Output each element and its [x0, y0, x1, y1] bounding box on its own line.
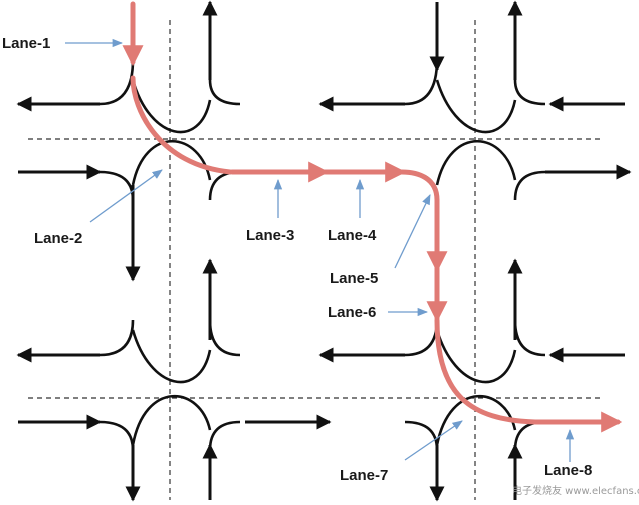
watermark: 电子发烧友 www.elecfans.com: [512, 484, 639, 497]
label-lane-1: Lane-1: [2, 35, 50, 52]
label-lane-6: Lane-6: [328, 304, 376, 321]
label-lane-8: Lane-8: [544, 462, 592, 479]
label-pointers: [65, 38, 575, 462]
label-lane-4: Lane-4: [328, 227, 377, 244]
turning-curves: [99, 59, 546, 451]
road-lanes: [16, 0, 632, 502]
label-lane-5: Lane-5: [330, 270, 378, 287]
label-lane-7: Lane-7: [340, 467, 388, 484]
highlighted-route: [122, 1, 623, 433]
lane-dividers: [28, 20, 600, 500]
label-lane-3: Lane-3: [246, 227, 294, 244]
label-lane-2: Lane-2: [34, 230, 82, 247]
